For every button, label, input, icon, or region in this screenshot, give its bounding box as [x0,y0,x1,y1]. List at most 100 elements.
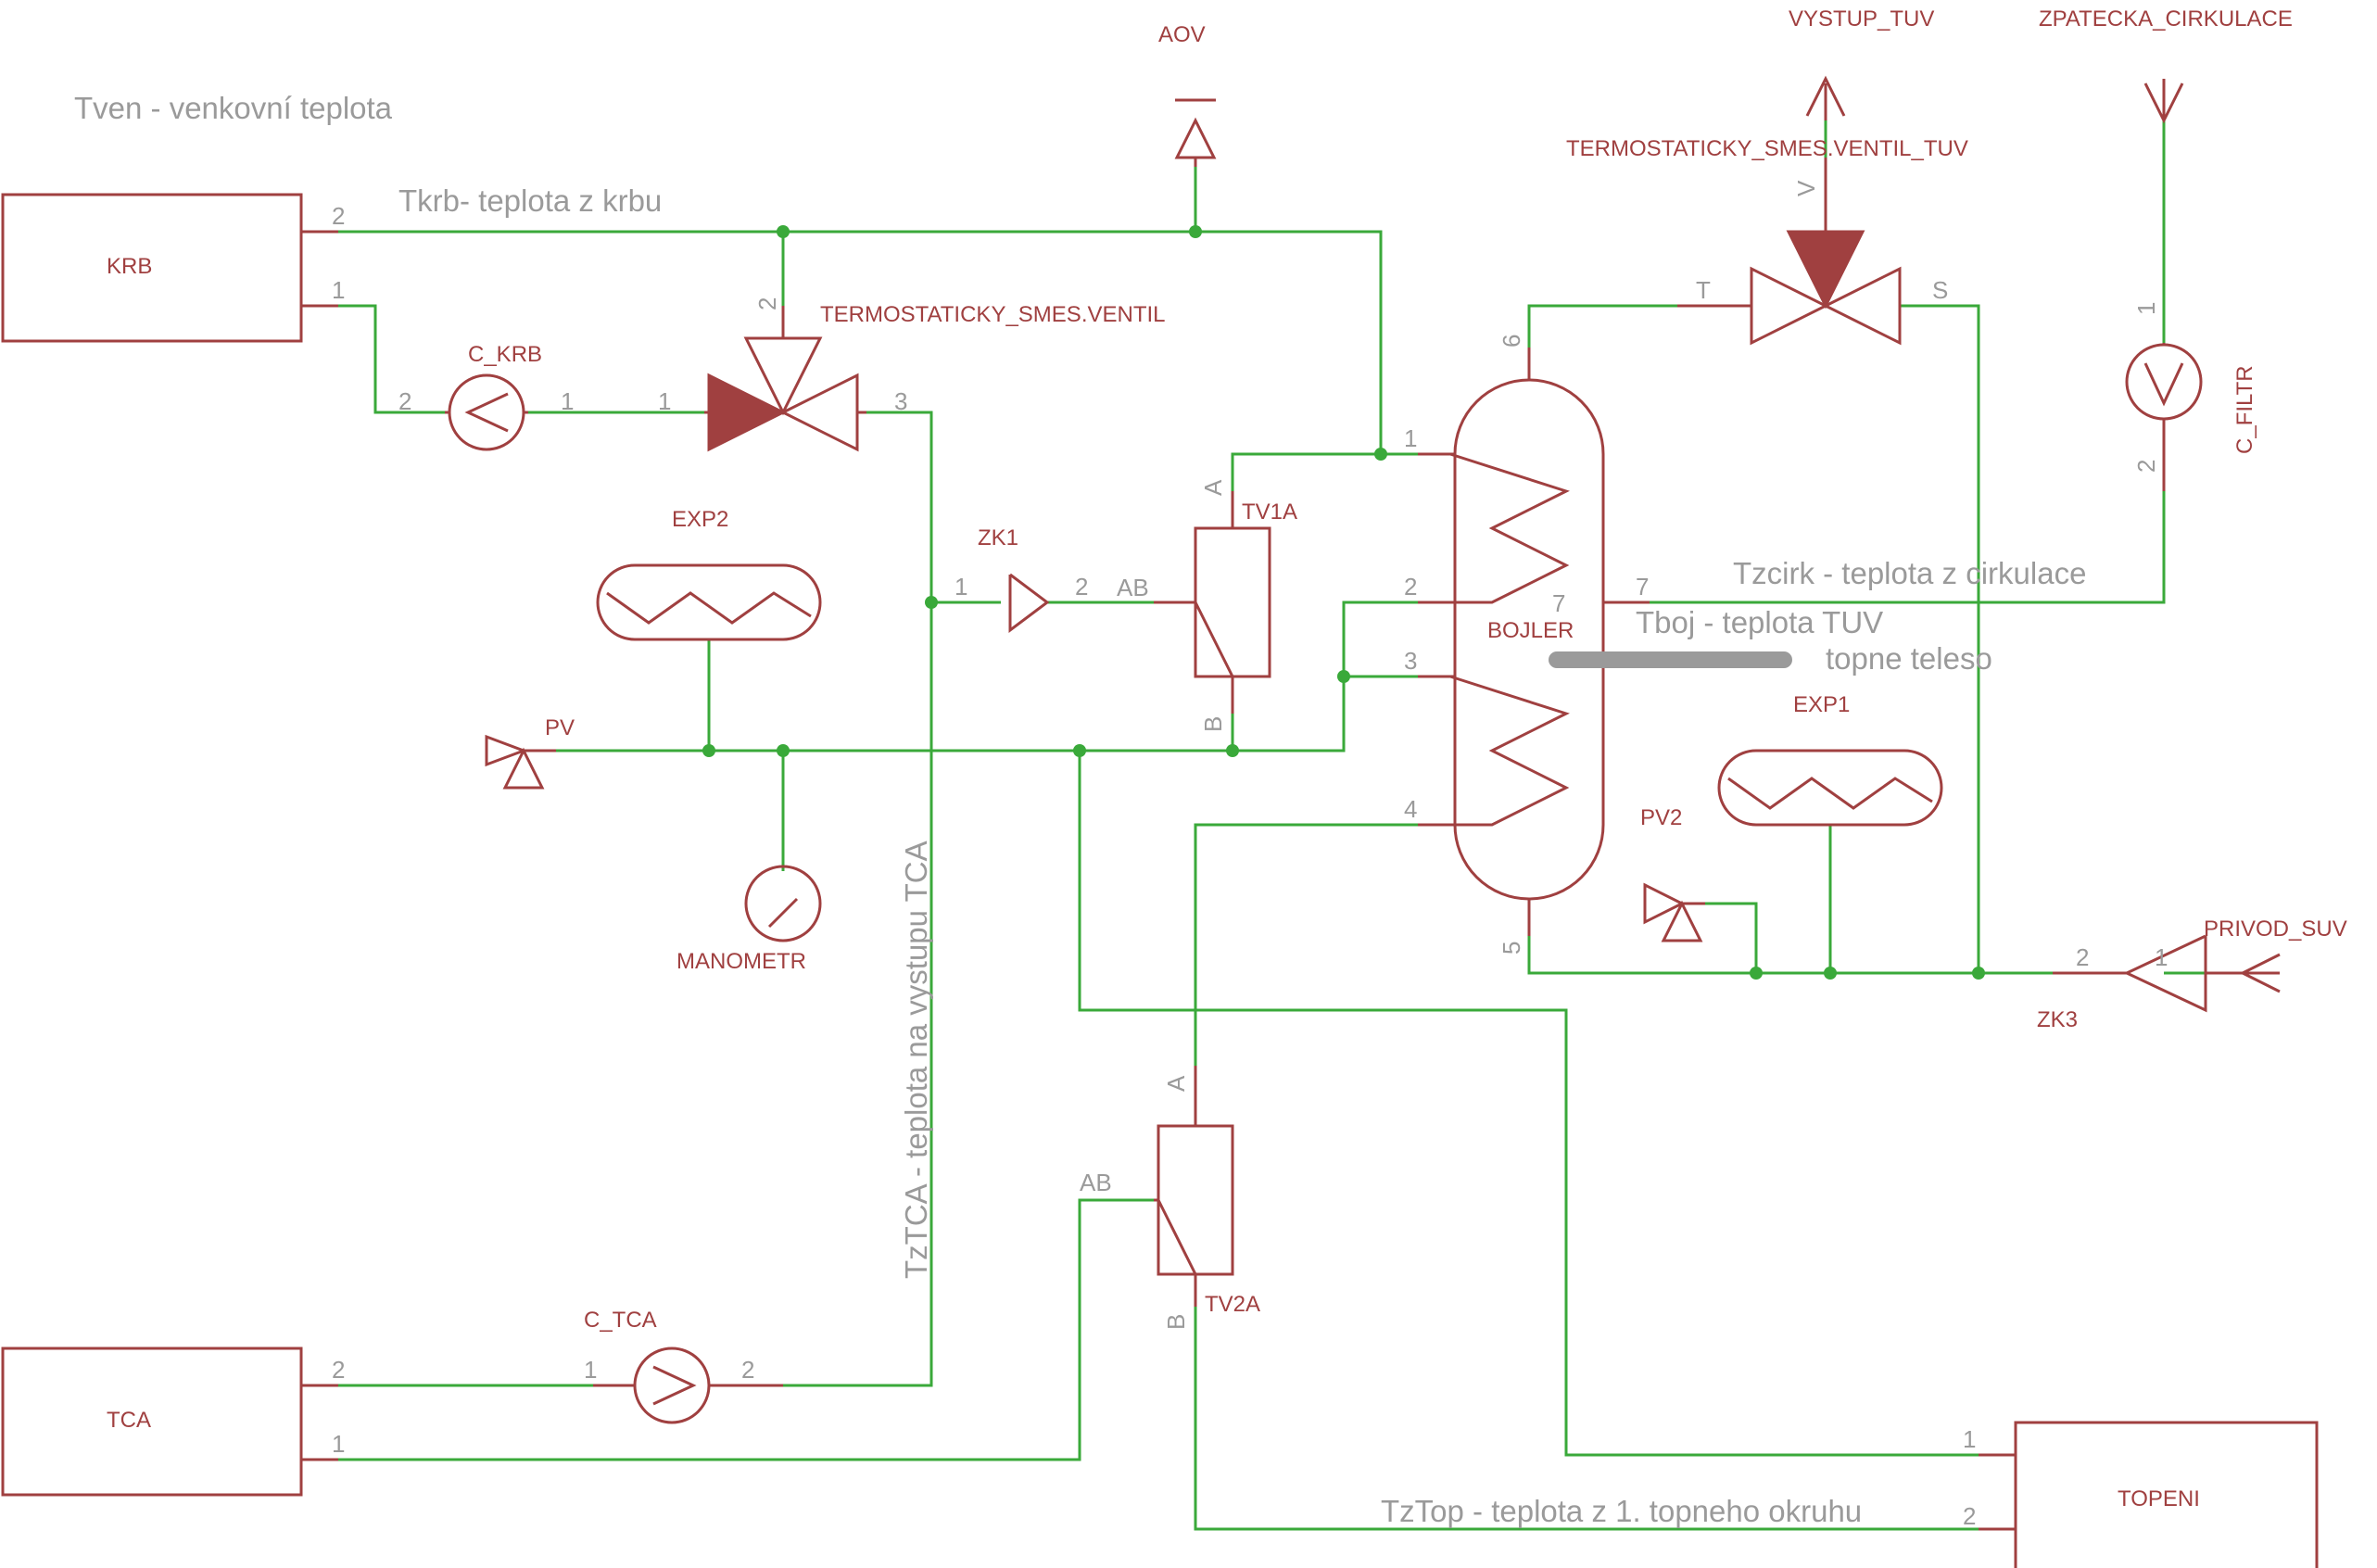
c-tca-pump: C_TCA 1 2 [584,1308,783,1424]
bojler-tank: BOJLER 6 1 2 3 4 5 7 7 [1404,335,1650,955]
note-tzcirk: Tzcirk - teplota z cirkulace [1733,556,2086,590]
pin-label: 6 [1498,335,1525,348]
net-boj7 [1650,491,2166,604]
junction-dot [1824,967,1837,980]
exp2-tank: EXP2 [596,507,822,641]
mixing-valve-label: TERMOSTATICKY_SMES.VENTIL [820,302,1166,327]
net-krb-supply [338,230,1383,454]
pin-label: B [1162,1314,1190,1330]
zpatecka-port: ZPATECKA_CIRKULACE [2039,6,2293,124]
pin-label: 7 [1636,573,1649,601]
pin-label: A [1162,1075,1190,1092]
junction-dot [1189,225,1202,238]
mixing-valve: TERMOSTATICKY_SMES.VENTIL 2 1 3 [658,297,1166,452]
junction-dot [702,744,715,757]
pin-label: 2 [332,1356,345,1384]
aov-valve: AOV [1158,22,1217,167]
tv1a-valve: TV1A A AB B [1117,479,1297,732]
vystup-tuv-label: VYSTUP_TUV [1789,6,1934,32]
net-tuv-s [1900,304,1980,973]
pin-label: 2 [1404,573,1417,601]
zk1-label: ZK1 [978,525,1018,550]
note-tven: Tven - venkovní teplota [74,91,393,125]
note-tboj: Tboj - teplota TUV [1636,605,1883,639]
net-pv [556,675,1450,752]
junction-dot [1337,670,1350,683]
topeni-label: TOPENI [2118,1486,2200,1511]
pin-label: 1 [1404,424,1417,452]
net-tv2a-b [1194,1307,2011,1531]
tca-label: TCA [107,1408,151,1433]
pv-label: PV [545,715,575,740]
privod-suv-port: PRIVOD_SUV [2204,917,2347,993]
pin-label: 1 [332,1430,345,1458]
net-krb-return [338,304,445,414]
pin-label: 1 [584,1356,597,1384]
c-filtr-pump: C_FILTR 1 2 [2125,302,2257,491]
net-tv2a-ab [338,1198,1154,1461]
pin-label: 7 [1552,589,1565,617]
zk3-check-valve: ZK3 2 1 [2037,934,2243,1032]
pin-label: T [1696,276,1711,304]
zk1-check-valve: ZK1 1 2 [955,525,1088,633]
topeni-block: TOPENI 1 2 [1963,1421,2319,1568]
tv2a-valve: TV2A A AB B [1080,1066,1260,1330]
exp1-tank: EXP1 [1717,692,1943,827]
pin-label: AB [1117,574,1149,601]
exp1-label: EXP1 [1793,692,1850,717]
junction-dot [925,596,938,609]
c-krb-label: C_KRB [468,342,542,367]
pipe-nets [338,120,2280,1531]
pin-label: 1 [2132,302,2160,315]
pv2-valve: PV2 [1640,805,1705,942]
tca-block: TCA 2 1 [1,1347,345,1497]
pin-label: 1 [2155,943,2168,971]
aov-label: AOV [1158,22,1206,47]
exp2-label: EXP2 [672,507,728,532]
pv2-label: PV2 [1640,805,1682,830]
net-boj5 [1527,899,2053,975]
pin-label: 2 [753,297,781,310]
junction-dot [777,225,790,238]
pin-label: 1 [658,387,671,415]
pin-label: 2 [2076,943,2089,971]
note-topne-teleso: topne teleso [1826,641,1992,676]
net-boj6 [1527,304,1677,380]
pin-label: 3 [1404,647,1417,675]
krb-block: KRB 2 1 [1,193,345,343]
pin-label: B [1199,716,1227,732]
pin-label: 2 [398,387,411,415]
junction-dot [1073,744,1086,757]
pin-label: 2 [1963,1502,1976,1530]
pin-label: 5 [1498,942,1525,955]
c-krb-pump: C_KRB 2 1 [398,342,574,451]
note-tkrb: Tkrb- teplota z krbu [398,183,662,218]
pin-label: 1 [561,387,574,415]
pin-label: 2 [741,1356,754,1384]
tv2a-label: TV2A [1205,1292,1260,1317]
pin-label: 3 [894,387,907,415]
pin-label: 1 [332,276,345,304]
junction-dot [1972,967,1985,980]
pin-label: 1 [1963,1425,1976,1453]
pin-label: 2 [2132,460,2160,473]
bojler-label: BOJLER [1487,618,1574,643]
pin-label: 2 [332,202,345,230]
pin-label: A [1199,479,1227,496]
pin-label: 4 [1404,795,1417,823]
net-boj4 [1194,823,1450,1066]
net-ventil-out [783,411,933,1387]
note-tztop: TzTop - teplota z 1. topneho okruhu [1381,1494,1862,1528]
manometr-gauge: MANOMETR [676,865,822,974]
vystup-tuv-port: VYSTUP_TUV [1789,6,1934,120]
c-tca-label: C_TCA [584,1308,657,1333]
pin-label: AB [1080,1169,1112,1196]
krb-label: KRB [107,254,152,279]
privod-suv-label: PRIVOD_SUV [2204,917,2347,942]
junction-dot [1374,448,1387,461]
junctions [702,225,1985,980]
junction-dot [1226,744,1239,757]
pin-label: S [1932,276,1948,304]
